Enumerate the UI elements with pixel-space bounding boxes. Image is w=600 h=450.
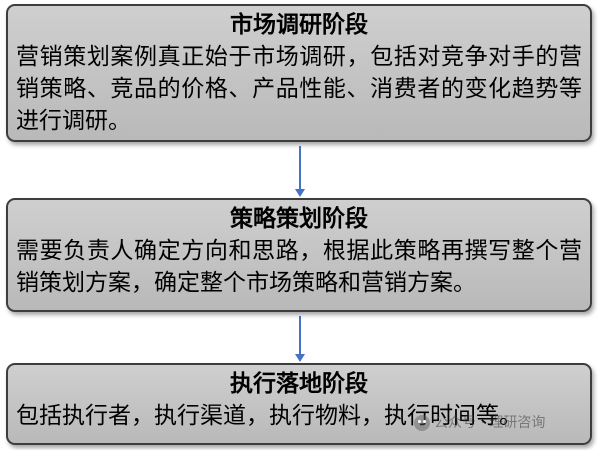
stage-description: 需要负责人确定方向和思路，根据此策略再撰写整个营销策划方案，确定整个市场策略和营… (16, 238, 582, 296)
stage-title: 策略策划阶段 (230, 206, 368, 232)
wechat-logo-icon (414, 415, 430, 431)
watermark-text: 公众号 · 理研咨询 (434, 415, 546, 431)
watermark: 公众号 · 理研咨询 (414, 414, 545, 432)
stage-box-market-research: 市场调研阶段 营销策划案例真正始于市场调研，包括对竞争对手的营销策略、竞品的价格… (6, 4, 592, 142)
stage-box-execution: 执行落地阶段 包括执行者，执行渠道，执行物料，执行时间等。 (6, 363, 592, 445)
stage-box-strategy-planning: 策略策划阶段 需要负责人确定方向和思路，根据此策略再撰写整个营销策划方案，确定整… (6, 198, 592, 312)
flow-arrow-down (295, 146, 305, 197)
stage-title: 执行落地阶段 (230, 371, 368, 397)
stage-title: 市场调研阶段 (230, 12, 368, 38)
stage-description: 营销策划案例真正始于市场调研，包括对竞争对手的营销策略、竞品的价格、产品性能、消… (16, 44, 582, 134)
stage-description: 包括执行者，执行渠道，执行物料，执行时间等。 (16, 403, 522, 429)
flow-arrow-down (295, 316, 305, 362)
